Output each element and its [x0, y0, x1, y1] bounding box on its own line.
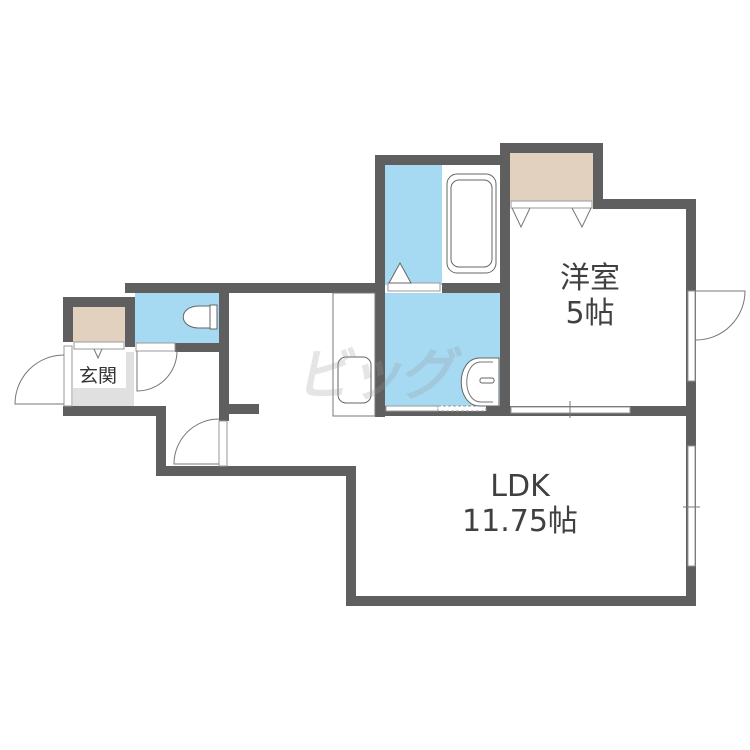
entrance-floor: [73, 388, 128, 410]
watermark: ビッグ: [292, 343, 462, 408]
entrance-closet: [73, 307, 125, 342]
room-name: LDK: [490, 469, 550, 504]
room-size: 11.75帖: [462, 503, 578, 539]
drain-marker: [388, 261, 412, 284]
room-label-western-room: 洋室 5帖: [535, 261, 645, 331]
entrance-step: [126, 352, 134, 410]
kitchen-counter: [332, 292, 376, 417]
openings: [63, 200, 700, 567]
room-size: 5帖: [565, 295, 615, 331]
room-name: 玄関: [78, 365, 117, 387]
bedroom-closet: [510, 153, 593, 201]
bathtub: [446, 173, 497, 274]
toilet-bowl: [182, 304, 218, 330]
room-label-ldk: LDK 11.75帖: [430, 469, 610, 539]
room-name: 洋室: [560, 261, 620, 296]
washroom-upper: [385, 165, 442, 285]
door-swings: [14, 207, 746, 465]
wash-basin: [460, 357, 500, 407]
room-label-entrance: 玄関: [66, 365, 130, 388]
